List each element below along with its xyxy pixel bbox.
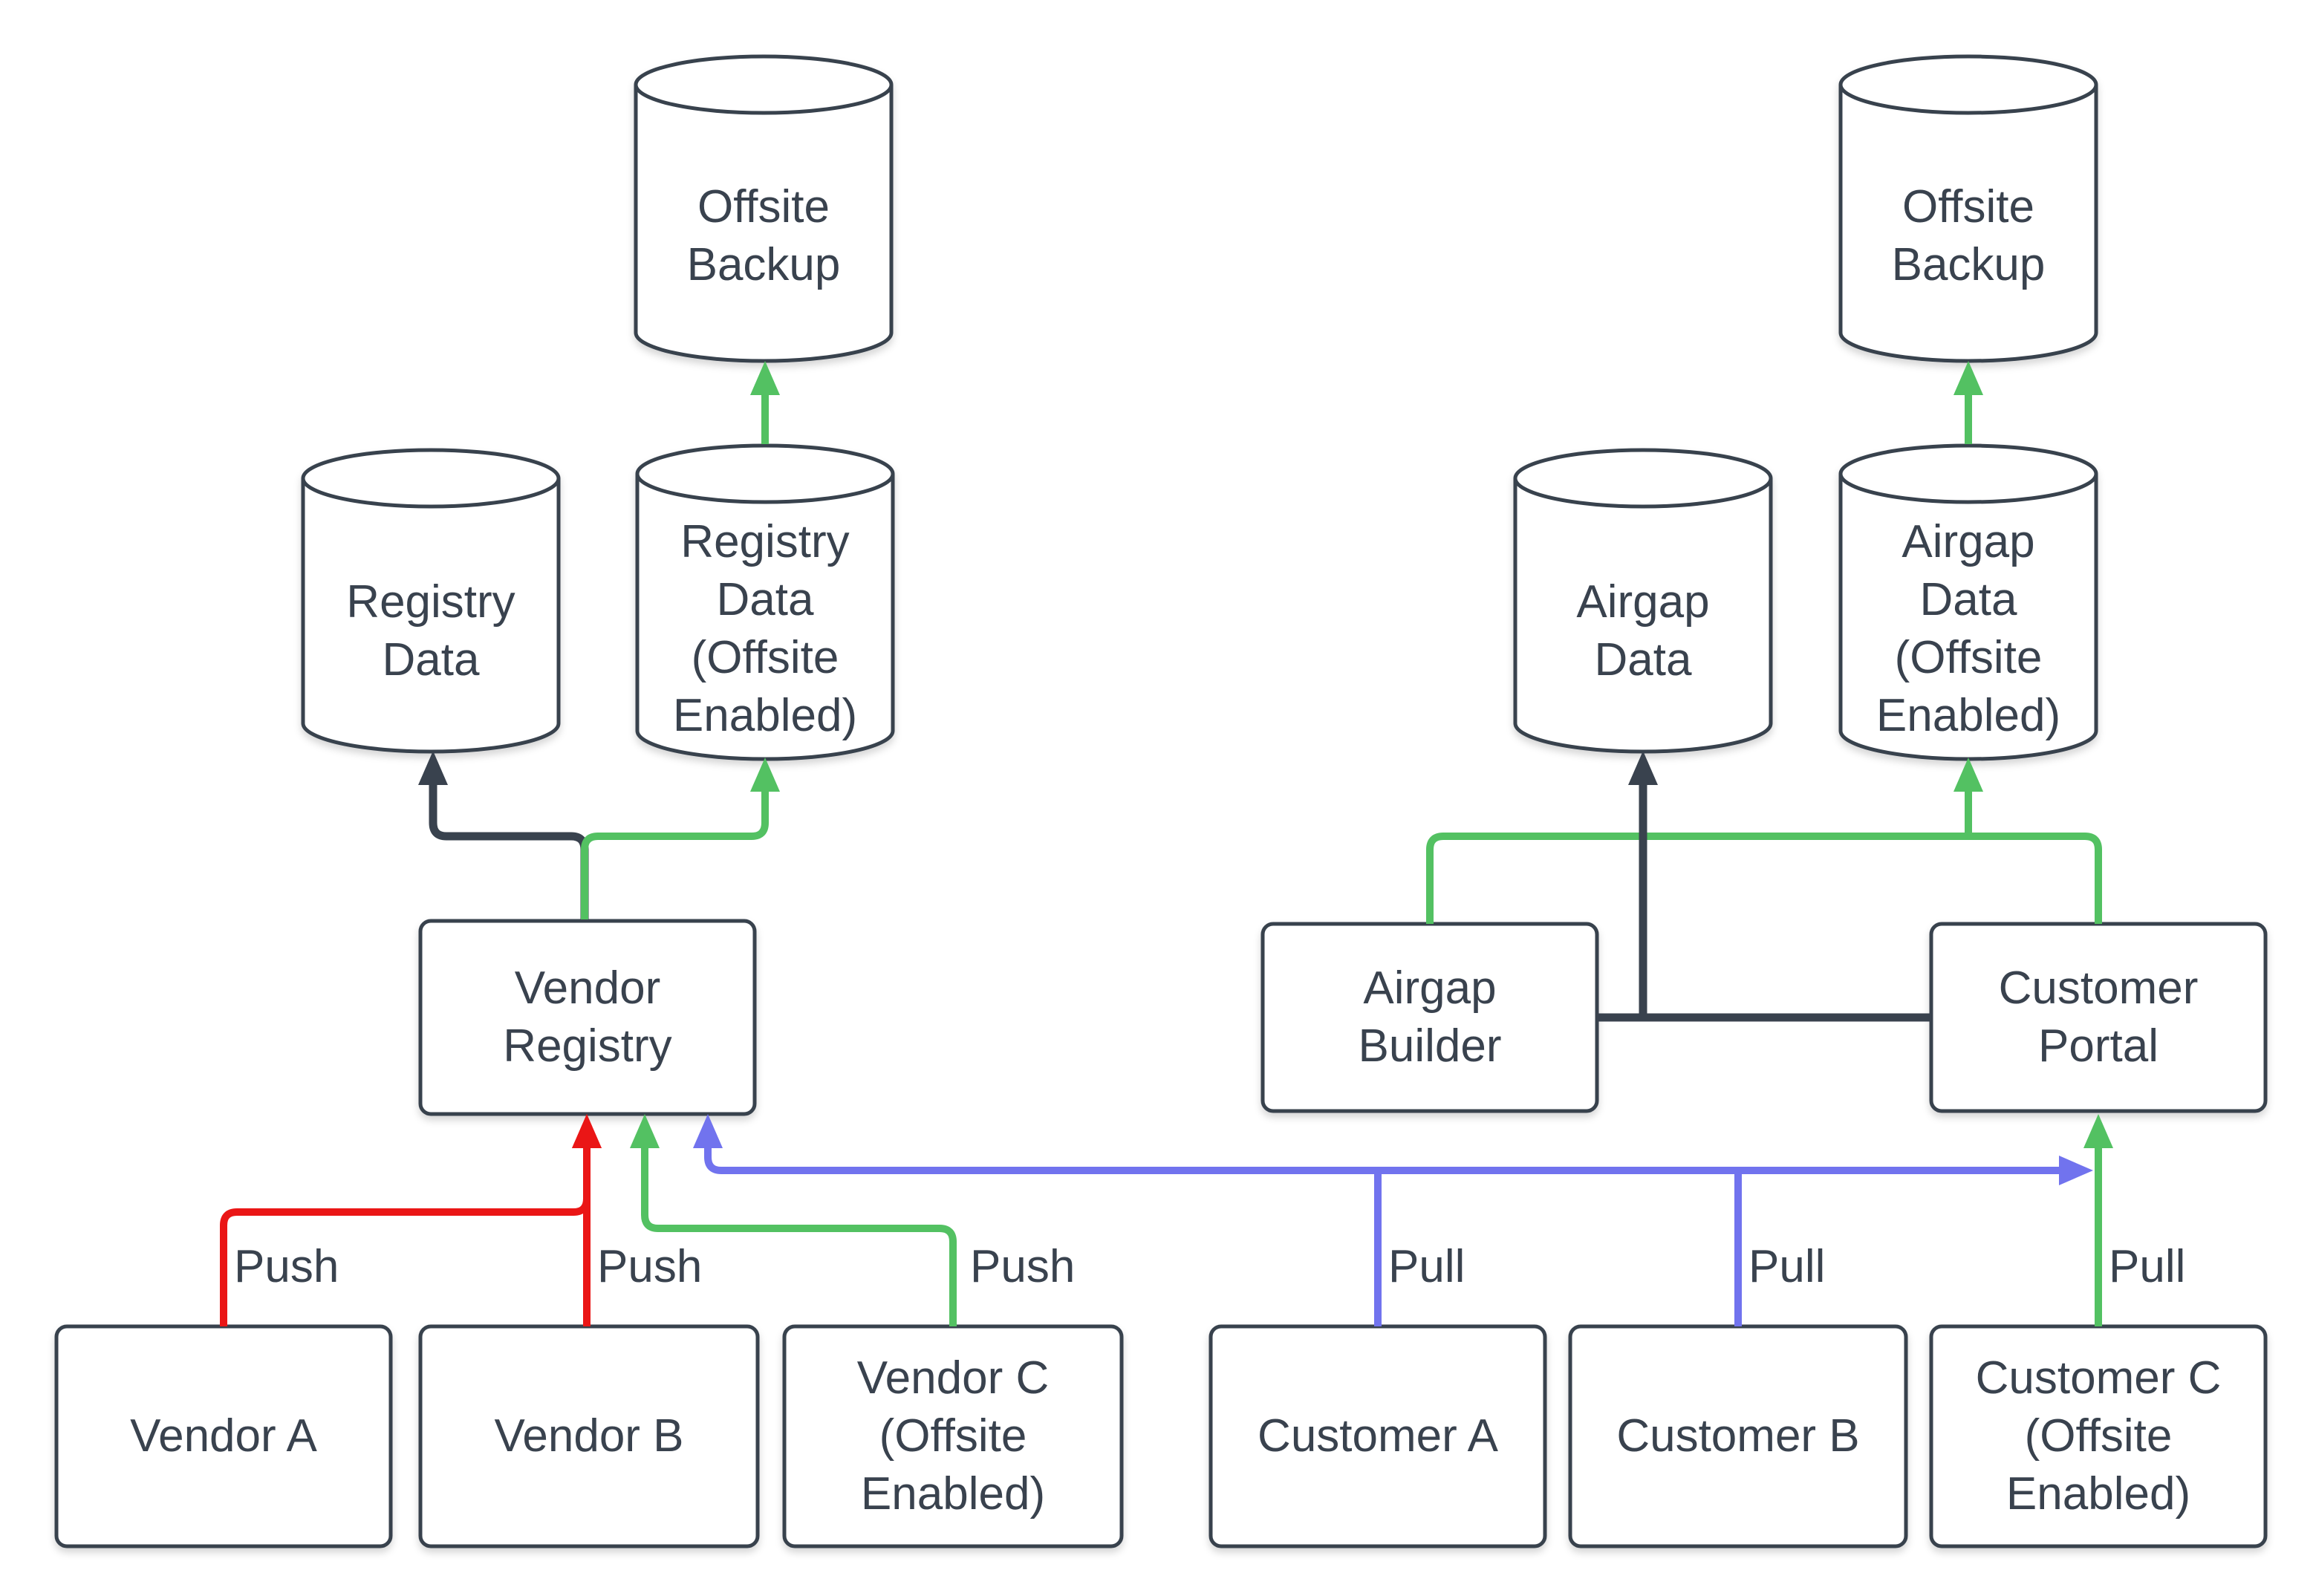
box-customer-a (1208, 1324, 1547, 1548)
box-vendor-registry (418, 919, 757, 1116)
edge-vendor-registry-to-registry-data-offsite (581, 758, 780, 919)
edge-vendor-c-to-vendor-registry (630, 1114, 957, 1326)
box-customer-portal (1929, 922, 2268, 1113)
edge-pull-trunk-to-vendor-registry (693, 1114, 1738, 1174)
box-airgap-builder (1260, 922, 1599, 1113)
box-vendor-b (418, 1324, 760, 1548)
cylinder-airgap-data (1513, 448, 1773, 754)
cylinder-offsite-backup-left (634, 54, 894, 363)
edge-green-trunk-builder-portal (1426, 833, 2102, 924)
box-vendor-c (782, 1324, 1124, 1548)
edge-vendor-registry-to-registry-data (418, 751, 589, 919)
cylinder-registry-data-offsite (635, 443, 895, 761)
cylinder-registry-data (301, 448, 561, 754)
edge-vendor-a-to-vendor-registry (220, 1114, 602, 1326)
box-customer-b (1568, 1324, 1908, 1548)
cylinder-offsite-backup-right (1838, 54, 2098, 363)
box-customer-c (1929, 1324, 2268, 1548)
cylinder-airgap-data-offsite (1838, 443, 2098, 761)
box-vendor-a (54, 1324, 393, 1548)
